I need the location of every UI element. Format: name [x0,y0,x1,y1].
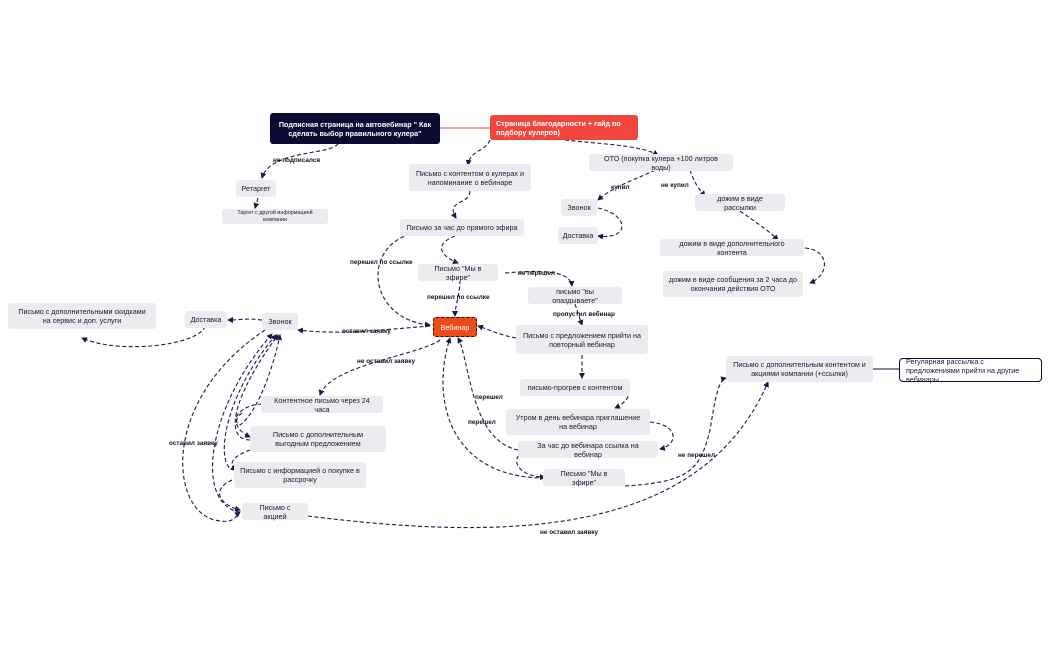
edge-chain-left [182,329,266,522]
node-delivery-left[interactable]: Доставка [185,311,227,328]
node-half-hour-link[interactable]: За час до вебинара ссылка на вебинар [518,441,658,459]
edge-call-delivery-left [227,316,263,323]
label-not-left-request: не оставил заявку [357,358,415,365]
edge-signup-retarget [260,143,339,179]
node-regular-mailing[interactable]: Регулярная рассылка с предложениями прий… [899,357,1042,384]
node-webinar[interactable]: Вебинар [433,317,477,337]
edge-hour-onair [440,235,459,265]
node-on-air-1[interactable]: Письмо "Мы в эфире" [418,264,498,282]
edge-morning-half [649,421,674,451]
edge-profit-call [234,334,279,441]
node-call-left[interactable]: Звонок [262,313,298,330]
edge-promo-call [212,333,273,513]
edge-delivery-discount [81,325,206,348]
edge-half-onair2 [516,449,546,481]
node-extra-content[interactable]: Письмо с дополнительным контентом и акци… [726,356,873,382]
label-followed-link: перешел по ссылке [427,294,490,301]
label-left-request: оставил заявку [342,328,391,335]
edge-install-promo [219,479,241,512]
node-profitable-offer[interactable]: Письмо с дополнительным выгодным предлож… [250,426,386,452]
edge-onair-late [504,270,575,287]
label-left-request-2: оставил заявку [169,440,218,447]
node-thanks-page[interactable]: Страница благодарности + гайд по подбору… [490,115,638,140]
edge-content-hour [450,190,471,219]
node-push-content[interactable]: дожим в виде дополнительного контента [660,239,804,257]
node-morning-invite[interactable]: Утром в день вебинара приглашение на веб… [506,409,650,435]
label-not-left-request-2: не оставил заявку [540,529,598,536]
node-push-mailing[interactable]: дожим в виде рассылки [695,194,785,212]
edge-content24-profit [235,412,251,438]
label-missed-webinar: пропустил вебинар [553,311,615,318]
node-oto[interactable]: ОТО (покупка кулера +100 литров воды) [589,154,733,172]
edge-retarget-target [253,197,260,209]
node-content-24h[interactable]: Контентное письмо через 24 часа [261,396,383,414]
edge-onair-webinar [452,279,461,317]
label-followed-1: перешел [475,394,503,401]
label-not-subscribed: не подписался [273,157,321,164]
node-installment[interactable]: Письмо с информацией о покупке в рассроч… [234,462,366,488]
node-on-air-2[interactable]: Письмо "Мы в эфире" [543,469,625,487]
label-followed-2: перешел [468,419,496,426]
node-promo[interactable]: Письмо с акцией [242,503,308,521]
edge-repeat-webinar [477,324,517,339]
edge-webinar-content24 [318,339,441,396]
node-call-top[interactable]: Звонок [561,199,597,216]
edge-webinar-call [297,325,431,334]
node-discount-letter[interactable]: Письмо с дополнительными скидками на сер… [8,303,156,329]
edge-onair2-extra [624,376,727,487]
edge-call-delivery [597,207,623,240]
node-warmup[interactable]: письмо-прогрев с контентом [520,379,630,396]
node-signup-page[interactable]: Подписная страница на автовебинар " Как … [270,113,440,144]
label-not-followed-2: не перешел [678,452,716,459]
node-hour-before[interactable]: Письмо за час до прямого эфира [400,219,524,236]
node-content-letter[interactable]: Письмо с контентом о кулерах и напоминан… [409,164,531,191]
edge-content-2h [804,247,825,284]
node-delivery-top[interactable]: Доставка [558,227,598,244]
edge-late-repeat [574,303,584,326]
label-not-followed-1: не перешел [518,270,556,277]
label-not-bought: не купил [661,182,689,189]
edge-thanks-content [465,139,491,166]
node-repeat-offer[interactable]: Письмо с предложением прийти на повторны… [516,325,648,354]
edge-thanks-oto [564,139,659,156]
edge-oto-push [689,169,706,197]
edge-onair2-webinar [442,337,546,479]
edge-half-webinar [457,337,519,451]
label-bought: купил [611,184,630,191]
node-push-2h[interactable]: дожим в виде сообщения за 2 часа до окон… [663,271,803,297]
edge-install-call [223,334,277,471]
edge-push-content [739,210,779,241]
edge-promo-extra [307,381,769,529]
label-followed-link-left: перешел по ссылке [350,259,413,266]
node-late-letter[interactable]: письмо "вы опаздываете" [528,287,622,305]
node-retarget[interactable]: Ретаргет [236,180,276,197]
node-target-other[interactable]: Таргет с другой информацией компании [222,209,328,224]
